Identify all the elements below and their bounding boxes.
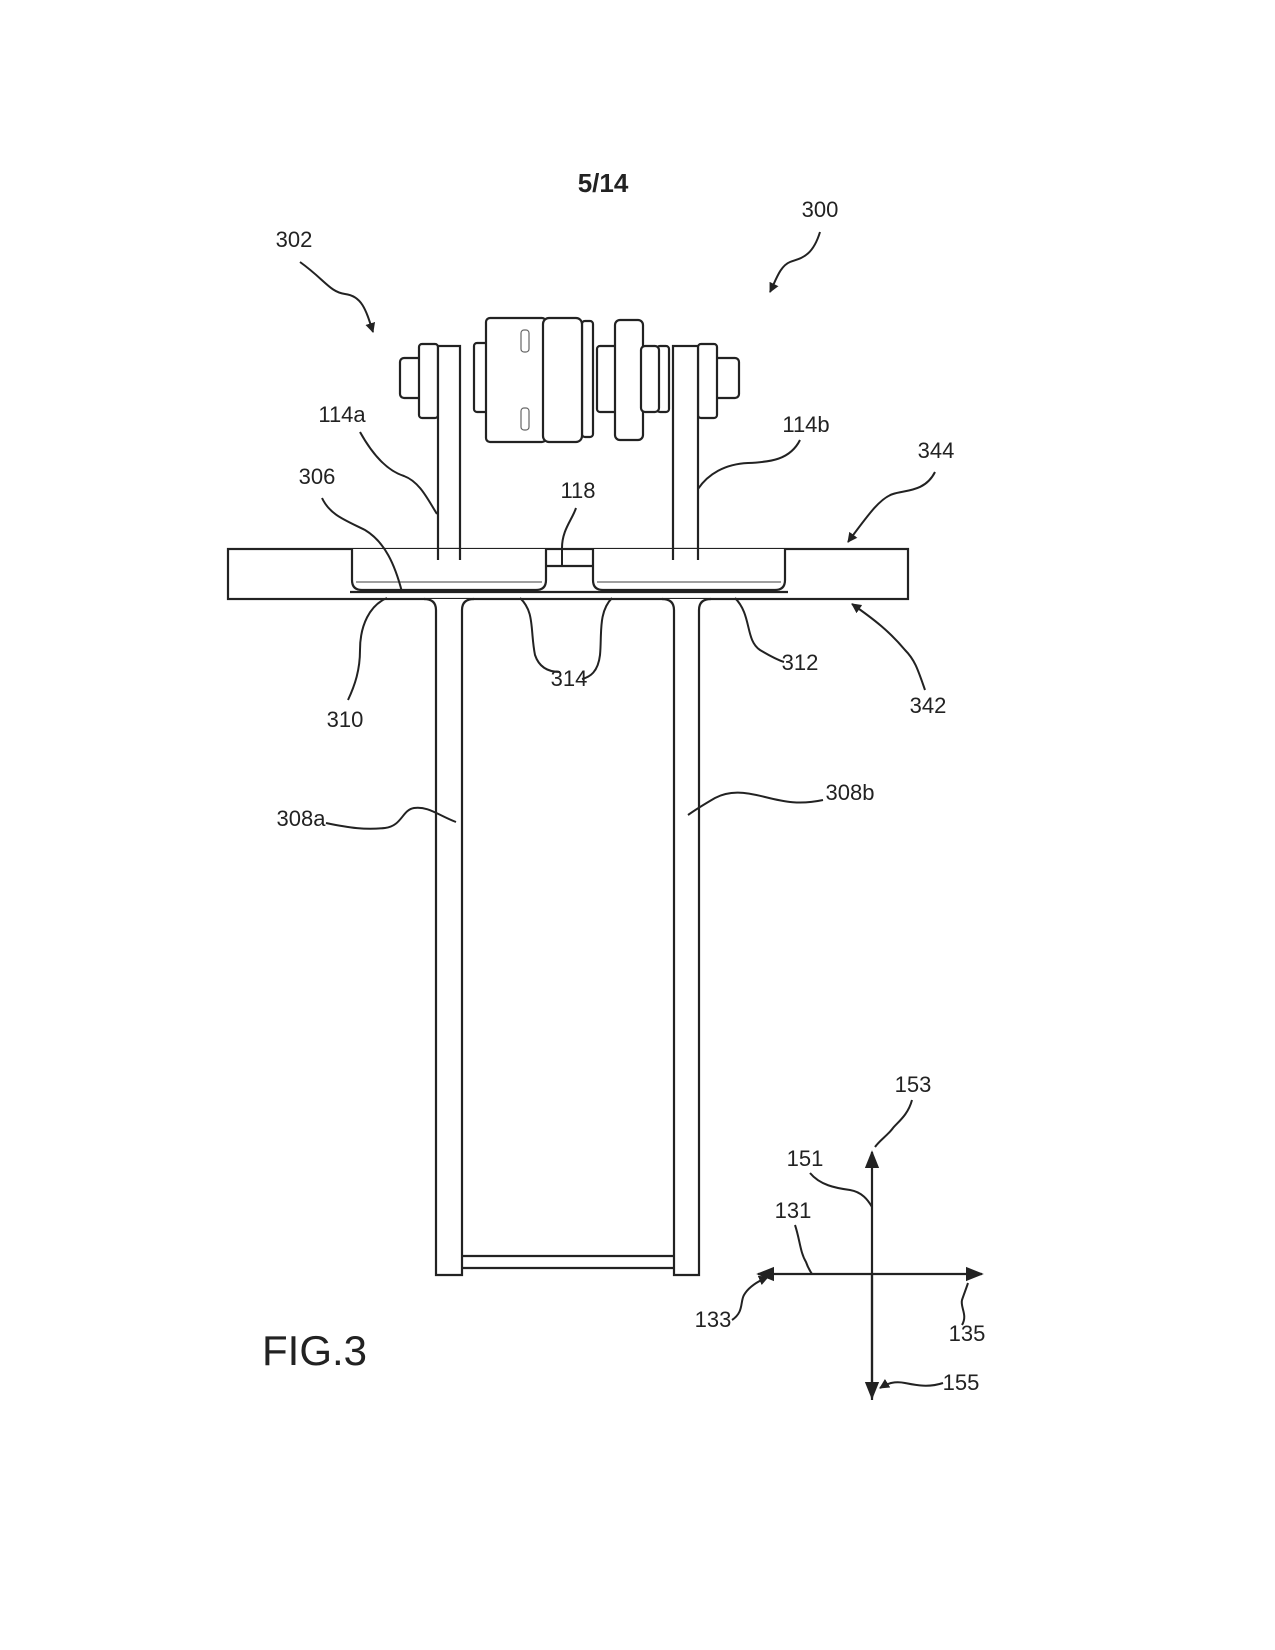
ref-344: 344 <box>918 438 955 463</box>
ref-133: 133 <box>695 1307 732 1332</box>
support-legs <box>424 599 711 1275</box>
ref-155: 155 <box>943 1370 980 1395</box>
ref-306: 306 <box>299 464 336 489</box>
ref-153: 153 <box>895 1072 932 1097</box>
ref-135: 135 <box>949 1321 986 1346</box>
plate <box>228 549 908 599</box>
page-number: 5/14 <box>578 168 629 198</box>
ref-308b: 308b <box>826 780 875 805</box>
axes-indicator <box>758 1152 982 1400</box>
ref-114a: 114a <box>318 402 366 427</box>
ref-308a: 308a <box>277 806 327 831</box>
ref-151: 151 <box>787 1146 824 1171</box>
ref-310: 310 <box>327 707 364 732</box>
ref-312: 312 <box>782 650 819 675</box>
ref-314: 314 <box>551 666 588 691</box>
ref-302: 302 <box>276 227 313 252</box>
ref-300: 300 <box>802 197 839 222</box>
ref-114b: 114b <box>782 412 829 437</box>
figure-label: FIG.3 <box>262 1327 367 1374</box>
ref-131: 131 <box>775 1198 812 1223</box>
ref-118: 118 <box>560 478 595 503</box>
ref-342: 342 <box>910 693 947 718</box>
